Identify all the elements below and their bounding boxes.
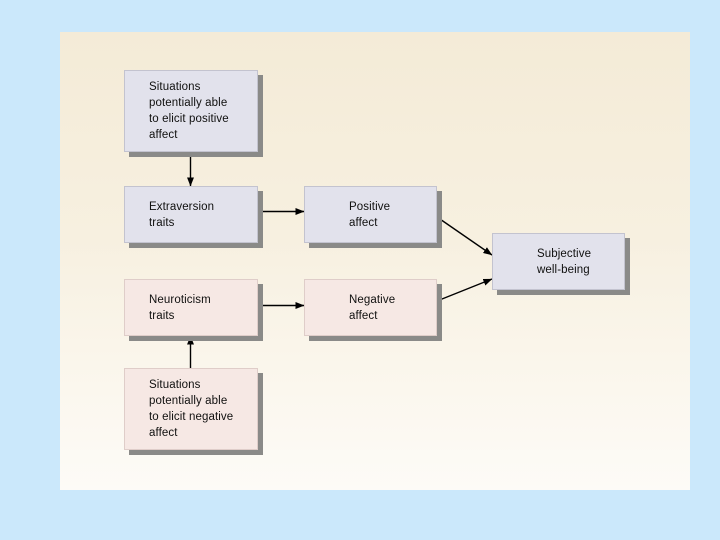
node-label: Situations potentially able to elicit po… xyxy=(149,81,229,141)
node-label: Extraversion traits xyxy=(149,200,215,229)
node-subjective-wellbeing[interactable]: Subjective well-being xyxy=(492,233,625,290)
node-negative-affect[interactable]: Negative affect xyxy=(304,279,437,336)
node-neuroticism-traits[interactable]: Neuroticism traits xyxy=(124,279,258,336)
node-situations-positive[interactable]: Situations potentially able to elicit po… xyxy=(124,70,258,152)
node-situations-negative[interactable]: Situations potentially able to elicit ne… xyxy=(124,368,258,450)
node-label: Situations potentially able to elicit ne… xyxy=(149,379,234,439)
node-label: Negative affect xyxy=(349,293,396,322)
node-label: Positive affect xyxy=(349,200,391,229)
node-extraversion-traits[interactable]: Extraversion traits xyxy=(124,186,258,243)
node-label: Neuroticism traits xyxy=(149,293,211,322)
node-label: Subjective well-being xyxy=(537,247,592,276)
node-positive-affect[interactable]: Positive affect xyxy=(304,186,437,243)
